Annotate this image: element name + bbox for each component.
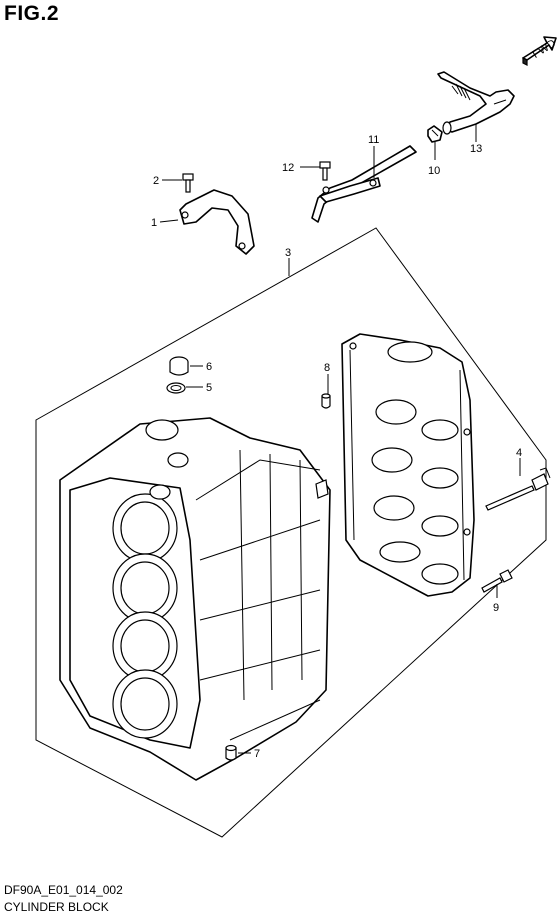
- part-2-bolt: [182, 173, 194, 193]
- callout-1: 1: [151, 217, 157, 229]
- part-4-bolt: [485, 467, 551, 511]
- part-6-plug: [169, 356, 189, 376]
- callout-labels: 1 2 3 4 5 6 7 8 9 10 11 12 13: [151, 134, 522, 760]
- callout-11: 11: [368, 134, 379, 146]
- callout-9: 9: [493, 602, 499, 614]
- callout-12: 12: [282, 162, 294, 174]
- part-7-plug: [225, 744, 237, 761]
- cylinder-block: [59, 417, 331, 781]
- callout-10: 10: [428, 165, 440, 177]
- callout-6: 6: [206, 361, 212, 373]
- diagram-code: DF90A_E01_014_002: [4, 883, 123, 897]
- part-1-bracket: [179, 189, 255, 255]
- part-11-water-pipe: [311, 145, 417, 223]
- part-12-bolt: [319, 161, 331, 181]
- section-name: CYLINDER BLOCK: [4, 900, 109, 914]
- part-9-bolt: [481, 569, 513, 593]
- part-5-gasket: [166, 382, 186, 394]
- part-8-dowel-pin: [321, 393, 331, 409]
- leader-lines: [159, 124, 521, 754]
- callout-2: 2: [153, 175, 159, 187]
- callout-13: 13: [470, 143, 482, 155]
- part-13-hose: [437, 71, 515, 135]
- callout-5: 5: [206, 382, 212, 394]
- callout-7: 7: [254, 748, 260, 760]
- figure-title: FIG.2: [4, 2, 60, 25]
- callout-8: 8: [324, 362, 330, 374]
- fwd-arrow-icon: FWD: [522, 36, 558, 66]
- callout-4: 4: [516, 447, 522, 459]
- part-10-clip: [427, 125, 443, 143]
- crankcase: [341, 333, 475, 597]
- part-3-enclosure-outline: [35, 227, 547, 838]
- callout-3: 3: [285, 247, 291, 259]
